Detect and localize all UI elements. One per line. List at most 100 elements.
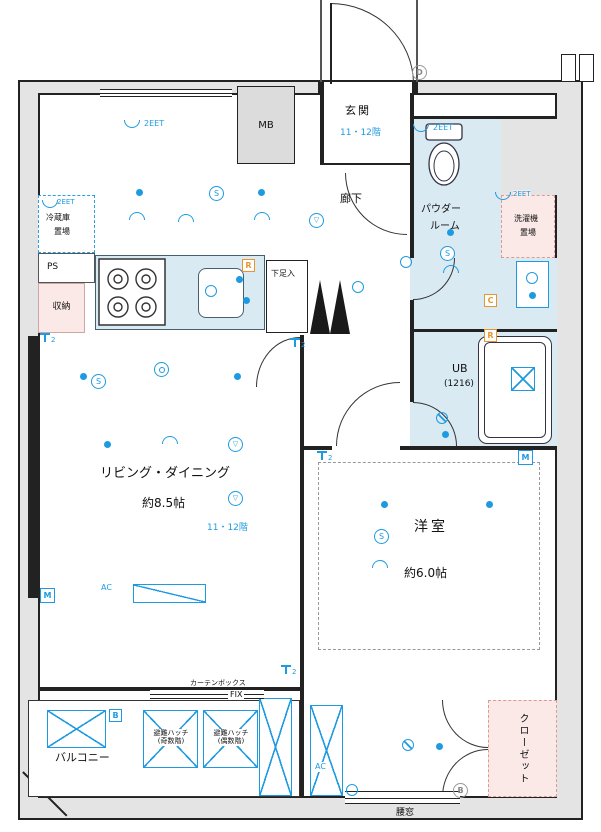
shaft-icon xyxy=(259,698,292,796)
hallway-label: 廊下 xyxy=(340,192,362,205)
fix-window xyxy=(150,689,264,699)
wall xyxy=(318,82,324,95)
switch-icon: S xyxy=(374,529,389,544)
hatch-label-group: 避難ハッチ (偶数階) xyxy=(209,729,253,746)
ac-label: AC xyxy=(101,583,112,592)
marker-b-circle: B xyxy=(453,783,468,798)
storage-label: 収納 xyxy=(52,302,71,313)
wall-left-band xyxy=(28,336,40,598)
washbasin xyxy=(516,261,549,308)
fridge-label: 冷蔵庫 xyxy=(46,213,70,222)
bedroom-size-label: 約6.0帖 xyxy=(404,566,448,580)
outlet-icon xyxy=(243,297,250,304)
jack-icon: 2 xyxy=(40,333,55,344)
wall-powder-top xyxy=(410,116,557,119)
eet-label: 2EET xyxy=(144,119,165,128)
closet-box: クローゼット xyxy=(488,700,557,797)
downlight-icon xyxy=(381,501,388,508)
basin-drain-icon xyxy=(526,272,538,284)
hatch-label-group: 避難ハッチ (奇数階) xyxy=(149,729,193,746)
downlight-icon xyxy=(486,501,493,508)
marker-m-box: M xyxy=(40,588,55,603)
switch-icon: S xyxy=(440,246,455,261)
powder-label2: ルーム xyxy=(430,221,460,232)
powder-label: パウダー xyxy=(421,204,461,215)
downlight-icon xyxy=(80,373,87,380)
wall xyxy=(412,82,418,95)
door-gap xyxy=(410,258,414,300)
living-size-label: 約8.5帖 xyxy=(142,496,186,510)
sink-drain-icon xyxy=(205,285,217,297)
downlight-icon xyxy=(442,431,449,438)
jack-icon: 2 xyxy=(281,665,296,676)
living-label: リビング・ダイニング xyxy=(100,466,231,481)
downlight-icon xyxy=(104,441,111,448)
stove-icon xyxy=(98,258,166,326)
downlight-icon xyxy=(436,743,443,750)
ps-label: PS xyxy=(47,262,59,272)
wall-center xyxy=(300,335,304,797)
balcony-panel-icon xyxy=(47,710,106,748)
bedroom-label: 洋室 xyxy=(414,519,448,535)
entrance-door-arc xyxy=(330,3,414,84)
marker-r-box: R xyxy=(484,329,497,342)
living-floors-label: 11・12階 xyxy=(207,523,248,533)
switch-icon: S xyxy=(91,374,106,389)
duct-space xyxy=(501,118,557,195)
hatch-label: 避難ハッチ xyxy=(153,729,189,737)
entrance-label: 玄関 xyxy=(345,104,371,117)
fridge-space-box: 2EET 冷蔵庫 置場 xyxy=(38,195,95,253)
entrance-door-leaf xyxy=(330,3,332,84)
window-top xyxy=(100,89,232,97)
bathtub-inner xyxy=(484,342,546,438)
fridge-label2: 置場 xyxy=(54,227,70,236)
wall xyxy=(410,93,414,118)
laundry-label: 洗濯機 xyxy=(514,214,538,223)
eet-label: 2EET xyxy=(57,198,75,206)
exhaust-icon xyxy=(436,412,448,424)
curtain-box-label: カーテンボックス xyxy=(190,679,246,687)
hatch-label2: (奇数階) xyxy=(157,737,185,746)
eet-label: 2EET xyxy=(513,190,531,199)
outlet-icon xyxy=(529,292,536,299)
bath-size-label: (1216) xyxy=(444,379,474,389)
storage-box: 収納 xyxy=(38,283,85,333)
toilet-icon xyxy=(425,123,463,186)
marker-c-box: C xyxy=(484,294,497,307)
stair-mark xyxy=(579,54,594,82)
vent-icon: ▽ xyxy=(309,213,324,228)
exterior-wall-line xyxy=(416,0,418,84)
ac-space-icon xyxy=(310,705,343,796)
light-icon xyxy=(352,281,364,293)
chandelier-icon xyxy=(154,362,169,377)
vent-icon: ▽ xyxy=(228,437,243,452)
shoe-box-label: 下足入 xyxy=(271,269,295,278)
meter-box: MB xyxy=(237,86,295,164)
closet-label: クローゼット xyxy=(517,712,528,785)
downlight-icon xyxy=(234,373,241,380)
door-gap xyxy=(410,402,414,446)
laundry-label2: 置場 xyxy=(520,228,536,237)
jack-icon: 2 xyxy=(317,451,332,462)
entrance-step-line xyxy=(322,163,414,165)
bath-label: UB xyxy=(452,362,468,375)
entrance-floors-label: 11・12階 xyxy=(340,128,381,138)
door-gap xyxy=(332,446,400,450)
ac-label: AC xyxy=(315,762,326,772)
shoe-box: 下足入 xyxy=(266,260,308,333)
downlight-icon xyxy=(136,189,143,196)
bedroom-dashed-outline xyxy=(318,462,540,650)
light-icon xyxy=(346,784,358,796)
hatch-label: 避難ハッチ xyxy=(213,729,249,737)
marker-d-circle: D xyxy=(412,65,427,80)
marker-r-box: R xyxy=(242,259,255,272)
folding-door-icon xyxy=(310,280,350,334)
wall-light-icon xyxy=(42,200,58,208)
entrance-floor xyxy=(322,82,414,95)
exterior-wall-line xyxy=(320,0,322,84)
low-window xyxy=(345,791,460,804)
vent-icon: ▽ xyxy=(228,491,243,506)
switch-icon: S xyxy=(209,186,224,201)
bath-window-icon xyxy=(511,367,535,391)
